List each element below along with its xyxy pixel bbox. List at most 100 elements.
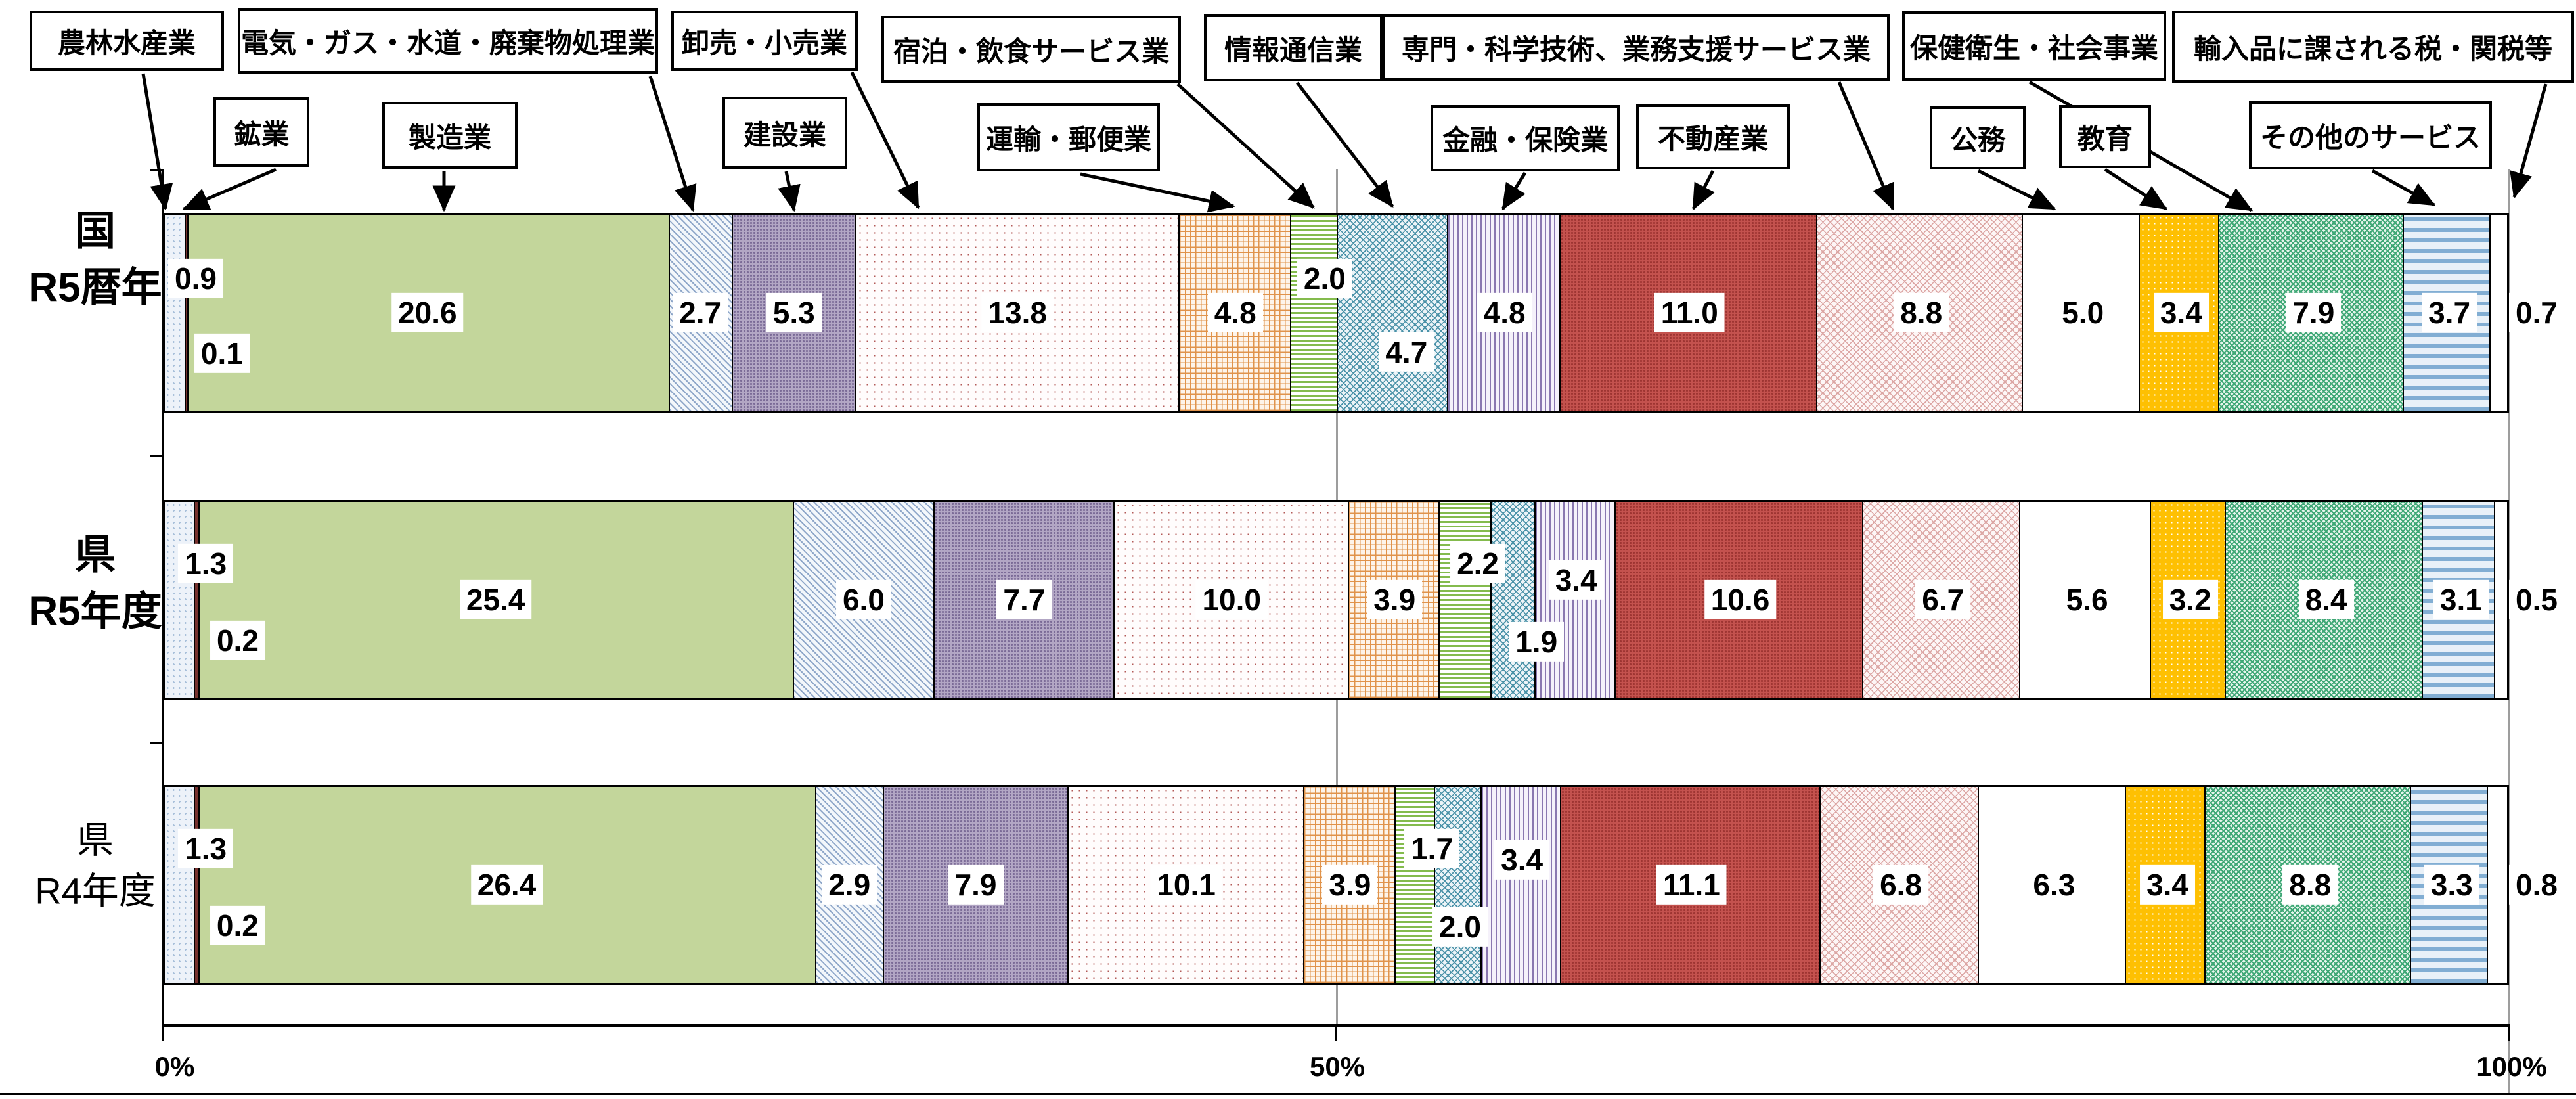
- callout-arrow: [1080, 172, 1235, 213]
- value-label: 7.9: [2286, 292, 2342, 333]
- value-label: 10.0: [1195, 579, 1268, 620]
- bar-segment: [1817, 215, 2024, 411]
- value-label: 7.9: [948, 864, 1004, 905]
- industry-callout: 公務: [1930, 106, 2026, 169]
- callout-arrow: [778, 171, 801, 212]
- callout-arrow: [1691, 169, 1715, 211]
- value-label: 4.8: [1477, 292, 1532, 333]
- bar-segment: [1491, 502, 1536, 698]
- bar-segment: [165, 502, 196, 698]
- value-label: 3.4: [2153, 292, 2209, 333]
- bar-segment: [1395, 787, 1436, 983]
- industry-callout: 教育: [2059, 105, 2151, 168]
- value-label: 3.4: [1494, 840, 1550, 880]
- value-label: 0.9: [168, 258, 224, 299]
- value-label: 2.0: [1432, 907, 1488, 947]
- bar-segment: [1338, 215, 1448, 411]
- bar-segment: [165, 787, 196, 983]
- row-label-2: 県 R4年度: [35, 819, 156, 912]
- x-axis-tick: [162, 1025, 164, 1041]
- callout-arrow: [1296, 81, 1394, 208]
- value-label: 1.9: [1509, 621, 1565, 662]
- y-axis-boundary-tick: [150, 455, 163, 457]
- bar-segment: [2488, 787, 2507, 983]
- bar-segment: [1482, 787, 1562, 983]
- bar-segment: [195, 787, 200, 983]
- industry-callout: 金融・保険業: [1431, 105, 1620, 171]
- value-label: 5.3: [766, 292, 822, 333]
- value-label: 2.2: [1450, 543, 1506, 584]
- value-label: 3.4: [1548, 560, 1604, 600]
- value-label: 5.0: [2055, 292, 2111, 333]
- value-label: 8.8: [2282, 864, 2338, 905]
- bar-segment: [1348, 502, 1440, 698]
- bar-segment: [1448, 215, 1561, 411]
- value-label: 3.3: [2424, 864, 2479, 905]
- bar-segment: [195, 502, 200, 698]
- value-label: 3.4: [2140, 864, 2196, 905]
- value-label: 26.4: [470, 864, 543, 905]
- value-label: 20.6: [391, 292, 464, 333]
- x-axis-tick: [2508, 1025, 2510, 1041]
- value-label: 1.3: [178, 828, 234, 869]
- y-axis-boundary-tick: [150, 742, 163, 744]
- y-axis-line: [162, 169, 164, 1025]
- bar-segment: [1435, 787, 1482, 983]
- value-label: 4.7: [1379, 332, 1434, 372]
- callout-arrow: [648, 76, 697, 212]
- value-label: 3.7: [2422, 292, 2477, 333]
- value-label: 10.6: [1704, 579, 1777, 620]
- value-label: 0.8: [2509, 864, 2564, 905]
- value-label: 3.9: [1322, 864, 1378, 905]
- value-label: 2.0: [1297, 258, 1352, 299]
- tick-label-50: 50%: [1309, 1051, 1366, 1082]
- value-label: 0.5: [2509, 579, 2564, 620]
- industry-callout: その他のサービス: [2249, 101, 2492, 169]
- value-label: 0.1: [194, 333, 250, 374]
- value-label: 11.0: [1654, 292, 1725, 333]
- value-label: 2.7: [673, 292, 728, 333]
- callout-arrow: [850, 71, 920, 210]
- y-axis-boundary-tick: [150, 169, 163, 171]
- callout-arrow: [1977, 169, 2056, 211]
- value-label: 4.8: [1207, 292, 1263, 333]
- industry-callout: 製造業: [382, 102, 518, 169]
- bar-segment: [2495, 502, 2507, 698]
- value-label: 11.1: [1656, 864, 1727, 905]
- row-label-0: 国 R5暦年: [28, 208, 162, 310]
- bar-segment: [186, 215, 189, 411]
- value-label: 6.8: [1873, 864, 1929, 905]
- industry-callout: 宿泊・飲食サービス業: [881, 16, 1181, 83]
- value-label: 1.7: [1404, 828, 1460, 869]
- value-label: 7.7: [996, 579, 1052, 620]
- callout-arrow: [1837, 81, 1895, 211]
- bar-segment: [1440, 502, 1492, 698]
- bar-segment: [1291, 215, 1339, 411]
- value-label: 3.1: [2433, 579, 2489, 620]
- tick-label-0: 0%: [154, 1051, 195, 1082]
- value-label: 5.6: [2059, 579, 2115, 620]
- value-label: 0.7: [2509, 292, 2564, 333]
- industry-callout: 情報通信業: [1204, 14, 1383, 81]
- bar-row-2: [163, 785, 2509, 985]
- bar-segment: [2206, 787, 2412, 983]
- value-label: 3.9: [1367, 579, 1423, 620]
- callout-arrow: [2104, 168, 2168, 211]
- industry-callout: 保健衛生・社会事業: [1902, 11, 2166, 81]
- row-label-1: 県 R5年度: [28, 532, 162, 634]
- value-label: 10.1: [1150, 864, 1222, 905]
- value-label: 13.8: [981, 292, 1054, 333]
- value-label: 6.0: [835, 579, 891, 620]
- industry-callout: 卸売・小売業: [671, 11, 858, 71]
- bar-segment: [2490, 215, 2507, 411]
- value-label: 25.4: [459, 579, 532, 620]
- industry-callout: 建設業: [722, 97, 847, 169]
- industry-callout: 輸入品に課される税・関税等: [2172, 11, 2574, 83]
- bar-segment: [1820, 787, 1980, 983]
- value-label: 1.3: [178, 543, 234, 584]
- value-label: 6.3: [2026, 864, 2082, 905]
- value-label: 8.8: [1894, 292, 1949, 333]
- industry-callout: 農林水産業: [30, 11, 224, 71]
- callout-arrow: [182, 168, 277, 211]
